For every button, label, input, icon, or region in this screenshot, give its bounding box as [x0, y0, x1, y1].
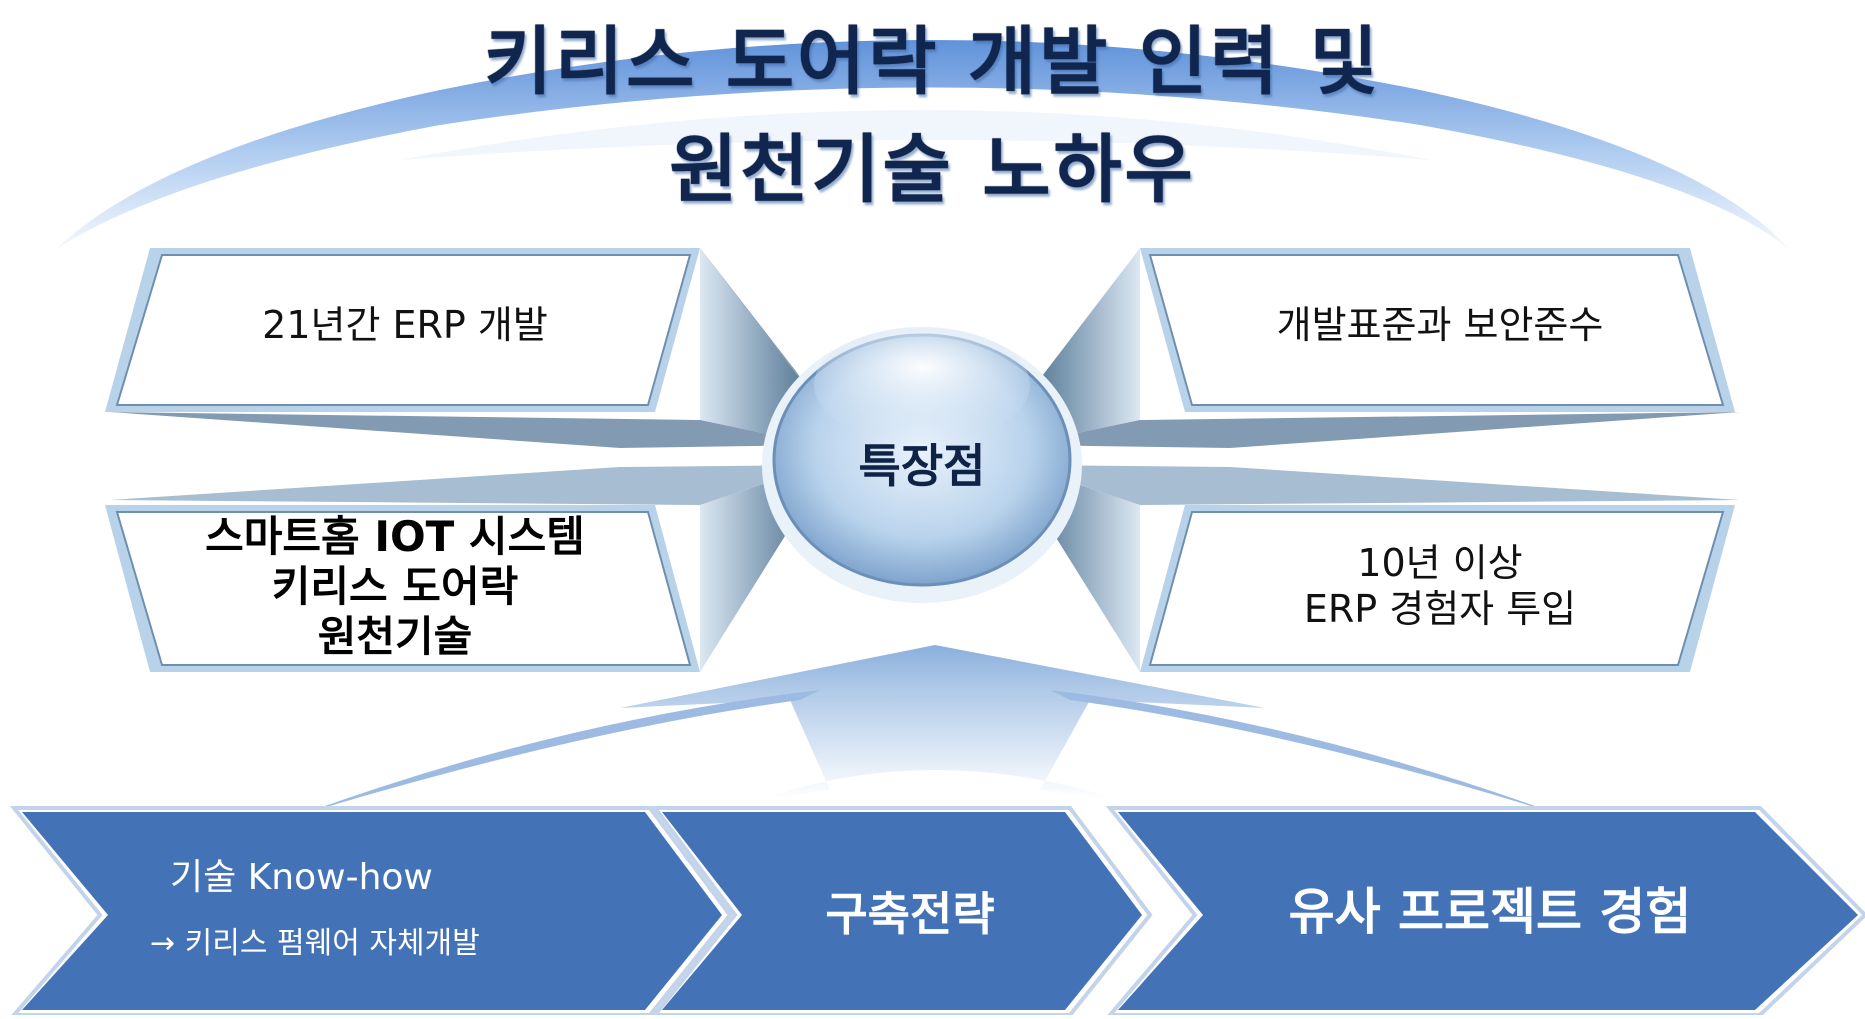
orb-highlight	[814, 327, 1030, 443]
box-bottom-left-text: 스마트홈 IOT 시스템 키리스 도어락 원천기술	[160, 512, 630, 662]
box-bottom-left-shape	[105, 505, 700, 672]
chevron-3-title: 유사 프로젝트 경험	[1288, 883, 1692, 941]
chevron-2-title: 구축전략	[825, 887, 995, 941]
box-bottom-left-line-1: 스마트홈 IOT 시스템	[205, 512, 585, 561]
up-arrow	[620, 645, 1265, 800]
box-bottom-left-line-2: 키리스 도어락	[271, 562, 519, 611]
top-arc-inner	[400, 110, 1430, 160]
center-label: 특장점	[858, 439, 986, 493]
connector-top-left-upper	[700, 248, 820, 405]
connector-top-left-lower	[110, 412, 820, 448]
box-bottom-right-shape	[1140, 505, 1735, 672]
title-line-1: 키리스 도어락 개발 인력 및	[484, 19, 1381, 105]
chevron-1-subtitle: → 키리스 펌웨어 자체개발	[150, 926, 480, 961]
box-bottom-right-line-2: ERP 경험자 투입	[1303, 587, 1577, 631]
up-arrow-left-curve	[300, 690, 820, 815]
box-top-right-text: 개발표준과 보안준수	[1276, 303, 1604, 347]
chevron-1-shape	[9, 806, 733, 1017]
chevron-1-title: 기술 Know-how	[170, 857, 433, 898]
connector-bottom-right-upper	[1020, 465, 1740, 505]
box-top-left-text: 21년간 ERP 개발	[262, 303, 548, 347]
connector-bottom-left-upper	[110, 465, 820, 505]
connector-top-right-lower	[1020, 412, 1740, 448]
title-line-2: 원천기술 노하우	[669, 127, 1196, 213]
chevron-3-shape	[1105, 806, 1865, 1017]
box-top-right-shape	[1140, 248, 1735, 412]
box-bottom-right-line-1: 10년 이상	[1357, 541, 1523, 585]
box-bottom-left-line-3: 원천기술	[317, 612, 473, 661]
box-top-left-shape	[105, 248, 700, 412]
top-arc	[55, 40, 1790, 250]
up-arrow-right-curve	[1050, 690, 1560, 815]
box-bottom-right-text: 10년 이상 ERP 경험자 투입	[1200, 540, 1680, 632]
